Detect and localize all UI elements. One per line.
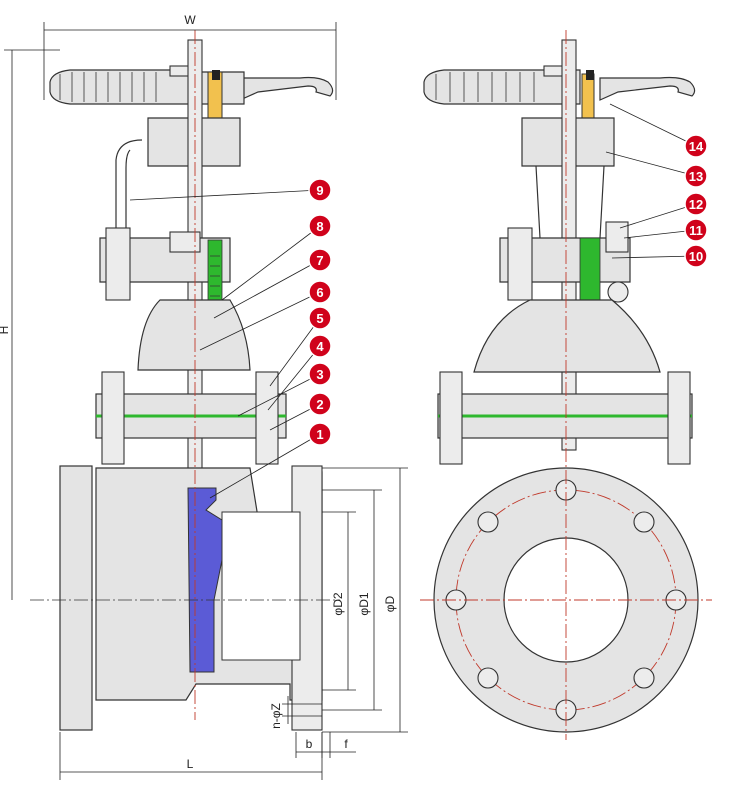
bonnet-left [137,299,251,371]
dim-H: H [0,326,11,335]
flange-bolt-right [255,371,279,465]
svg-text:5: 5 [316,311,323,326]
section-view [30,30,340,731]
svg-text:3: 3 [316,367,323,382]
svg-text:11: 11 [689,223,703,238]
svg-text:6: 6 [316,285,323,300]
balloon-13: 13 [684,164,708,188]
end-view [420,30,712,740]
dim-f: f [344,737,348,751]
svg-text:8: 8 [316,219,323,234]
dimensions: W H L φD φD1 φD2 n-φZ b f [0,13,408,780]
bore-left [221,511,301,661]
balloon-12: 12 [684,192,708,216]
dim-L: L [187,757,194,771]
dim-D1: φD1 [357,592,371,615]
nut-top-left [212,70,220,80]
svg-text:12: 12 [689,197,703,212]
svg-text:10: 10 [689,249,703,264]
part-callouts: 9 8 7 6 5 4 3 2 1 14 13 12 11 10 [129,103,708,499]
handwheel-right [423,69,581,105]
balloon-10: 10 [684,244,708,268]
dim-D2: φD2 [331,592,345,615]
balloon-6: 6 [308,280,332,304]
bonnet-right [473,299,661,373]
flange-bolt-left [101,371,125,465]
svg-text:13: 13 [689,169,703,184]
svg-text:14: 14 [689,139,704,154]
gate-disc-left [187,487,223,673]
balloon-2: 2 [308,392,332,416]
balloon-11: 11 [684,218,708,242]
balloon-4: 4 [308,334,332,358]
bolt-holes [445,479,687,721]
balloon-9: 9 [308,178,332,202]
dim-D: φD [383,595,397,612]
dim-W: W [184,13,196,27]
dim-b: b [306,737,313,751]
svg-text:4: 4 [316,339,324,354]
balloon-1: 1 [308,422,332,446]
svg-text:7: 7 [316,253,323,268]
svg-text:1: 1 [316,427,323,442]
gland-bolt-left [105,227,131,301]
balloon-14: 14 [684,134,708,158]
svg-text:2: 2 [316,397,323,412]
yoke-arm-left [115,139,143,238]
balloon-7: 7 [308,248,332,272]
eye-bolt-right [607,281,629,303]
dim-nZ: n-φZ [269,703,283,729]
balloon-8: 8 [308,214,332,238]
balloon-3: 3 [308,362,332,386]
end-flange-left [59,465,93,731]
svg-text:9: 9 [316,183,323,198]
balloon-5: 5 [308,306,332,330]
